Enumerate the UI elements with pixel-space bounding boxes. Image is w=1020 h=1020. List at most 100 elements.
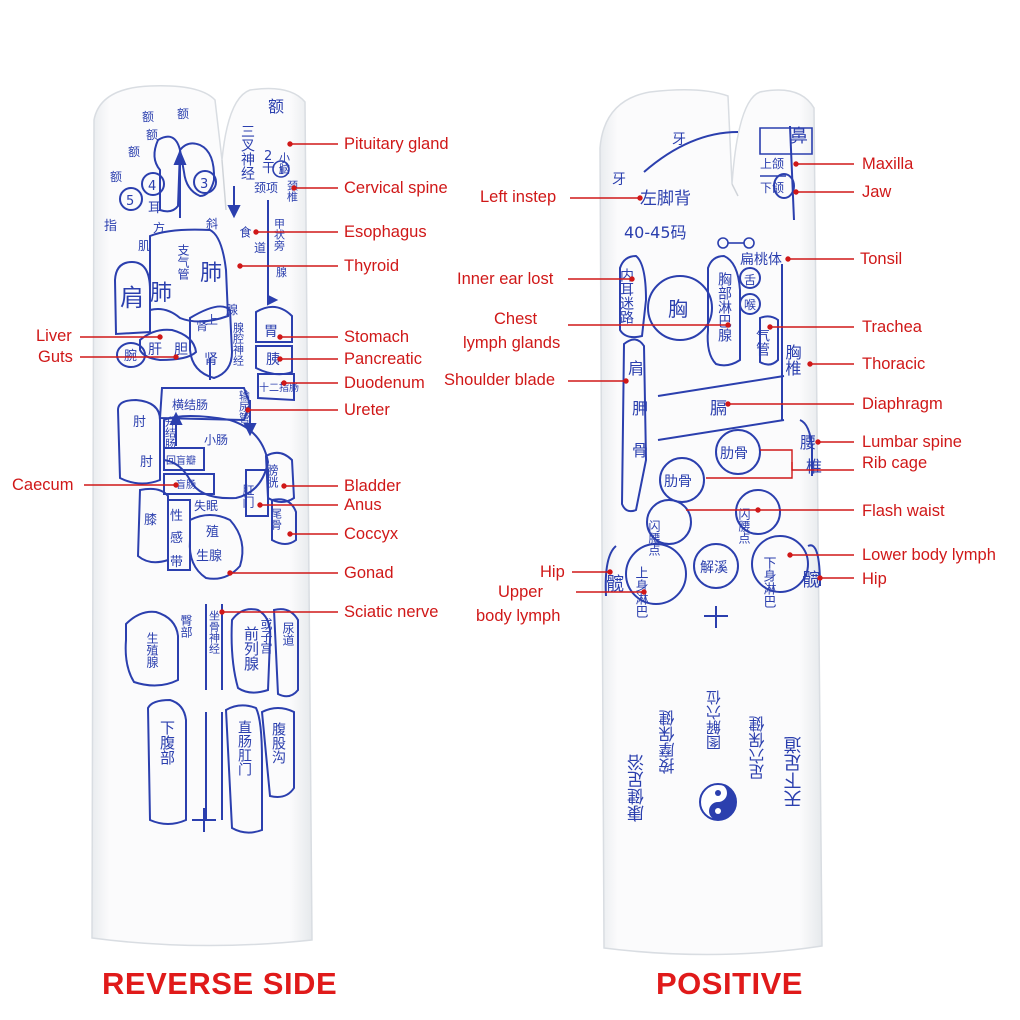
positive-text-neier: 内耳迷路: [618, 268, 634, 324]
reverse-text-hengjie: 横结肠: [172, 398, 208, 412]
positive-text-zuojiaobei: 左脚背: [640, 189, 691, 209]
reverse-text-tunbu: 臀部: [179, 614, 193, 638]
positive-sock-body: [599, 89, 823, 956]
reverse-arrows: [169, 149, 279, 446]
positive-sock: 牙 牙 左脚背 40-45码 鼻 上颌 下颌 扁桃体 内耳迷路 胸 胸部淋巴腺 …: [568, 89, 854, 956]
reverse-text-shi: 食: [238, 225, 252, 238]
label-lumbar-spine: Lumbar spine: [862, 433, 962, 451]
reverse-text-e5: 额: [110, 170, 122, 184]
reverse-text-xianshang: 腺: [226, 303, 238, 317]
reverse-text-wei: 胃: [264, 324, 278, 340]
reverse-text-shen2: 肾: [204, 352, 218, 368]
reverse-text-dao: 道: [254, 241, 266, 255]
reverse-text-gan2: 肝: [148, 342, 162, 358]
positive-text-jia: 胛: [632, 399, 648, 418]
label-lower-body-lymph: Lower body lymph: [862, 546, 996, 564]
positive-text-qiguan: 气管: [754, 328, 770, 356]
label-stomach: Stomach: [344, 328, 410, 346]
positive-text-col3: 图解穴位: [705, 690, 723, 750]
label-gonad: Gonad: [344, 564, 394, 582]
reverse-text-fang: 方: [153, 220, 165, 235]
label-diaphragm: Diaphragm: [862, 395, 943, 413]
reverse-leader-lines: [80, 141, 338, 615]
reverse-text-shierzhi: 十二指肠: [259, 381, 299, 394]
label-sciatic-nerve: Sciatic nerve: [344, 603, 439, 621]
reverse-text-yi: 胰: [266, 352, 280, 368]
reverse-text-dan: 胆: [174, 342, 188, 358]
reverse-text-n3: 3: [200, 177, 208, 192]
label-cervical-spine: Cervical spine: [344, 179, 448, 197]
reverse-text-dai: 带: [170, 555, 183, 570]
label-rib-cage: Rib cage: [862, 454, 928, 472]
reverse-text-niaodao: 尿道: [281, 622, 295, 646]
reverse-text-n1: 1: [278, 166, 284, 177]
positive-text-leigu1: 肋骨: [720, 446, 748, 462]
reverse-text-jian: 肩: [120, 284, 144, 312]
positive-text-kuan1: 髋: [606, 574, 624, 595]
reverse-text-e1: 额: [142, 110, 154, 124]
reverse-text-gan: 干: [262, 161, 275, 176]
reverse-text-n4: 4: [148, 179, 156, 194]
label-flash-waist: Flash waist: [862, 502, 945, 520]
positive-text-ya2: 牙: [612, 172, 626, 188]
positive-text-zhui: 椎: [806, 457, 822, 476]
positive-chinese-text: 牙 牙 左脚背 40-45码 鼻 上颌 下颌 扁桃体 内耳迷路 胸 胸部淋巴腺 …: [606, 126, 822, 822]
label-thyroid: Thyroid: [344, 257, 400, 275]
positive-text-she: 舌: [744, 273, 756, 287]
reverse-text-pang: 膀胱: [265, 463, 279, 489]
reverse-text-zhou1: 肘: [133, 415, 146, 430]
reverse-text-zhi: 指: [104, 219, 117, 234]
positive-text-leigu2: 肋骨: [664, 474, 692, 490]
positive-text-col4: 足穴保健: [749, 715, 768, 780]
positive-text-xiongbu: 胸部淋巴腺: [716, 272, 732, 343]
positive-text-size: 40-45码: [624, 223, 687, 242]
reverse-text-xie: 斜: [206, 217, 218, 231]
reverse-text-qiangshen: 腺腔神经: [232, 321, 245, 366]
reverse-text-xiafubu: 下腹部: [158, 720, 176, 765]
yin-yang-icon: [699, 783, 737, 821]
positive-text-biantaoti: 扁桃体: [740, 252, 782, 268]
positive-text-xiongzhui: 胸椎: [783, 344, 802, 376]
reverse-text-naoxiao: 小脑: [278, 152, 291, 175]
reverse-text-huozigong: 或子宫: [259, 618, 273, 655]
reverse-text-fei: 肺: [200, 261, 222, 286]
label-jaw: Jaw: [862, 183, 892, 201]
reverse-text-shang: 上: [206, 313, 218, 327]
reverse-text-xi: 膝: [144, 513, 157, 528]
positive-text-col5: 天下足道: [784, 736, 805, 808]
reverse-text-jingxiang: 颈项: [254, 181, 278, 195]
reverse-chinese-text: 额 额 额 额 额 5 4 3 耳 方 指 三叉神经 额 小脑 干 2 1 颈项…: [104, 97, 299, 777]
positive-text-yao: 腰: [800, 433, 816, 452]
reverse-text-fugugou: 腹股沟: [270, 721, 286, 765]
label-coccyx: Coccyx: [344, 525, 399, 543]
reverse-text-sancha: 三叉神经: [239, 124, 255, 180]
positive-text-xiong: 胸: [668, 297, 688, 321]
reverse-text-zhi2: 殖: [206, 524, 219, 540]
reverse-text-xing: 性: [170, 509, 183, 524]
positive-text-gu: 骨: [632, 441, 648, 460]
positive-text-jiexi: 解溪: [700, 560, 728, 576]
positive-outlines: [604, 125, 821, 628]
reverse-text-zuogu: 坐骨神经: [208, 610, 221, 654]
reverse-text-n2: 2: [264, 149, 272, 164]
reverse-text-ji: 肌: [138, 239, 150, 253]
label-trachea: Trachea: [862, 318, 922, 336]
reverse-text-n5: 5: [126, 194, 134, 209]
reverse-text-ear: 耳: [148, 201, 161, 216]
reverse-text-shuniao: 输尿管: [238, 389, 251, 424]
label-guts: Guts: [38, 348, 73, 366]
positive-text-shanyao2: 闪腰点: [737, 508, 751, 544]
reverse-text-gan3: 感: [170, 530, 183, 546]
label-pituitary-gland: Pituitary gland: [344, 135, 449, 153]
label-bladder: Bladder: [344, 477, 401, 495]
positive-text-col2: 按摩保健: [659, 709, 678, 774]
reverse-text-wan: 腕: [124, 348, 137, 364]
reverse-text-mangchang: 盲肠: [176, 478, 196, 491]
positive-leader-lines: [568, 161, 854, 595]
label-upper-body-lymph-line2: body lymph: [476, 607, 561, 625]
positive-text-xiae: 下颌: [760, 180, 784, 195]
reverse-text-jingzhui: 颈椎: [286, 180, 299, 202]
positive-text-shanyao1: 闪腰点: [647, 520, 661, 556]
reverse-text-qianlie: 前列腺: [242, 626, 260, 672]
reverse-text-shen: 肾: [196, 319, 208, 333]
